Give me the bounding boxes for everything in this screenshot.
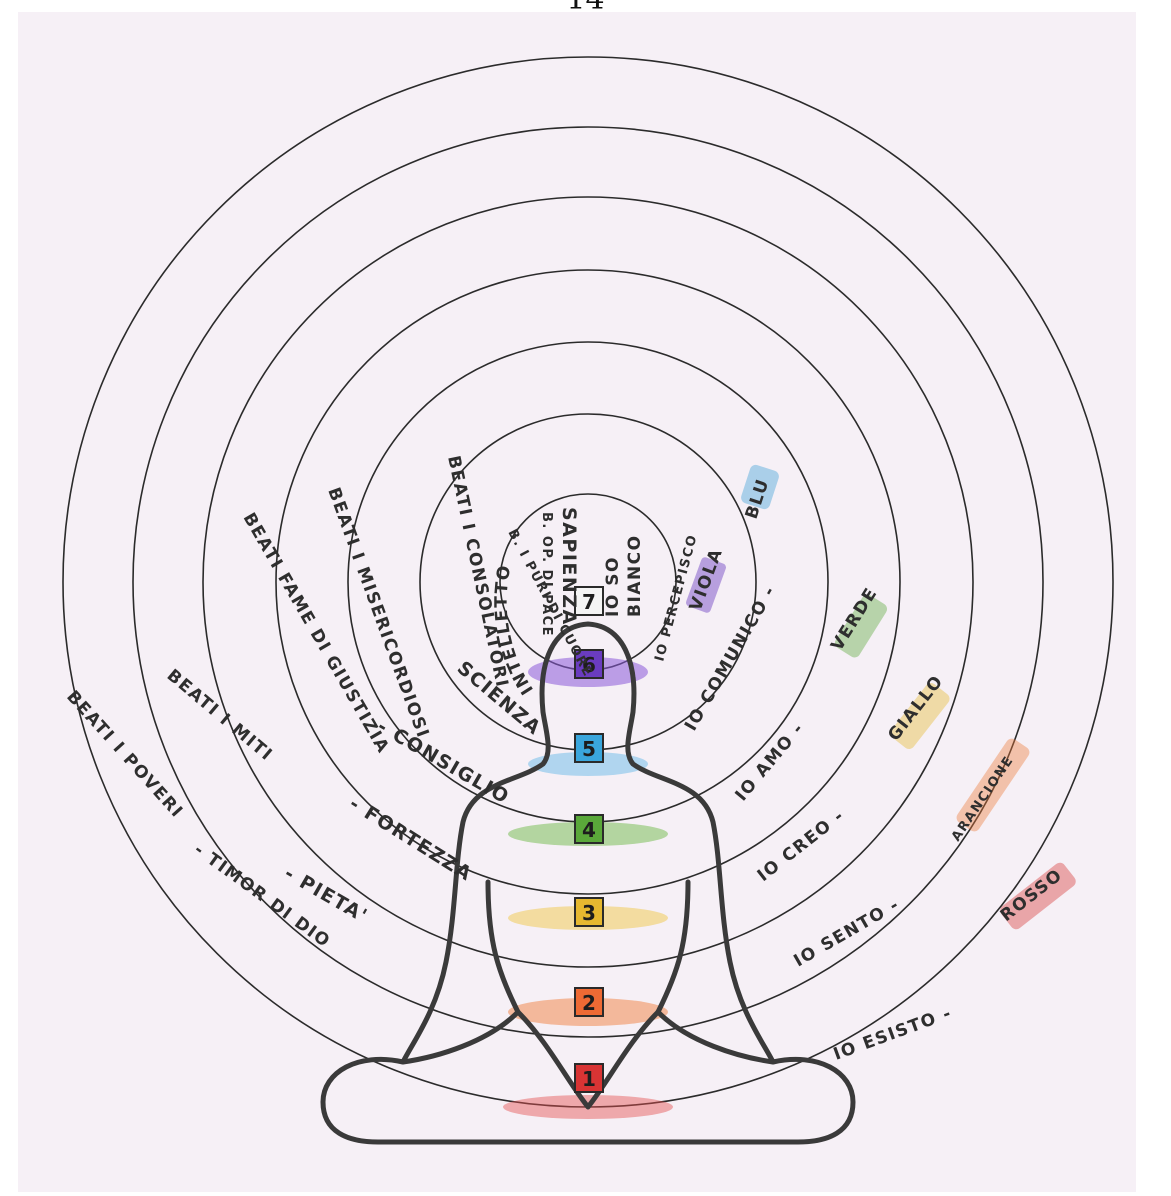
ring-4 (203, 197, 973, 967)
bianco-label: BIANCO (625, 534, 645, 617)
chakra-4-label: 4 (582, 818, 596, 842)
ring-5-beatitude: BEATI I MITI (163, 666, 277, 766)
paper-sheet: 7 6 5 4 3 2 1 SAPIENZA B. OP. DI PACE (18, 12, 1136, 1192)
chakra-1-label: 1 (582, 1067, 596, 1091)
chakra-3-label: 3 (582, 901, 596, 925)
ring-3-beatitude: BEATI I MISERICORDIOSI (323, 485, 433, 741)
chakra-4: 4 (575, 815, 603, 843)
ring-5-color-word: ARANCIONE (949, 753, 1017, 844)
chakra-2-label: 2 (582, 991, 596, 1015)
ring-4-verb: IO CREO - (754, 806, 849, 886)
ring-core (500, 494, 676, 670)
chakra-diagram: 7 6 5 4 3 2 1 SAPIENZA B. OP. DI PACE (18, 12, 1136, 1192)
chakra-7-label: 7 (582, 590, 596, 614)
ring-6-verb: IO ESISTO - (831, 1003, 955, 1064)
right-labels: IO PERCEPISCO VIOLA IO COMUNICO - BLU IO… (652, 463, 1078, 1064)
ring-3-verb: IO AMO - (732, 719, 809, 806)
chakra-1: 1 (575, 1064, 603, 1092)
chakra-2: 2 (575, 988, 603, 1016)
ring-3-gift: - CONSIGLIO (374, 715, 514, 808)
left-labels: INTELLETTO B. I PURI DI CUORE BEATI I CO… (62, 454, 595, 952)
ring-5-verb: IO SENTO - (791, 895, 904, 972)
ring-4-beatitude: BEATI FAME DI GIUSTIZIA (239, 510, 394, 758)
ring-4-gift: - FORTEZZA (345, 793, 476, 886)
chakra-5-label: 5 (582, 737, 596, 761)
ring-6 (63, 57, 1113, 1107)
io-so-label: IO SO (603, 556, 623, 617)
ring-6-beatitude: BEATI I POVERI (62, 687, 187, 822)
chakra-5: 5 (575, 734, 603, 762)
chakra-3: 3 (575, 898, 603, 926)
concentric-rings (63, 57, 1113, 1107)
